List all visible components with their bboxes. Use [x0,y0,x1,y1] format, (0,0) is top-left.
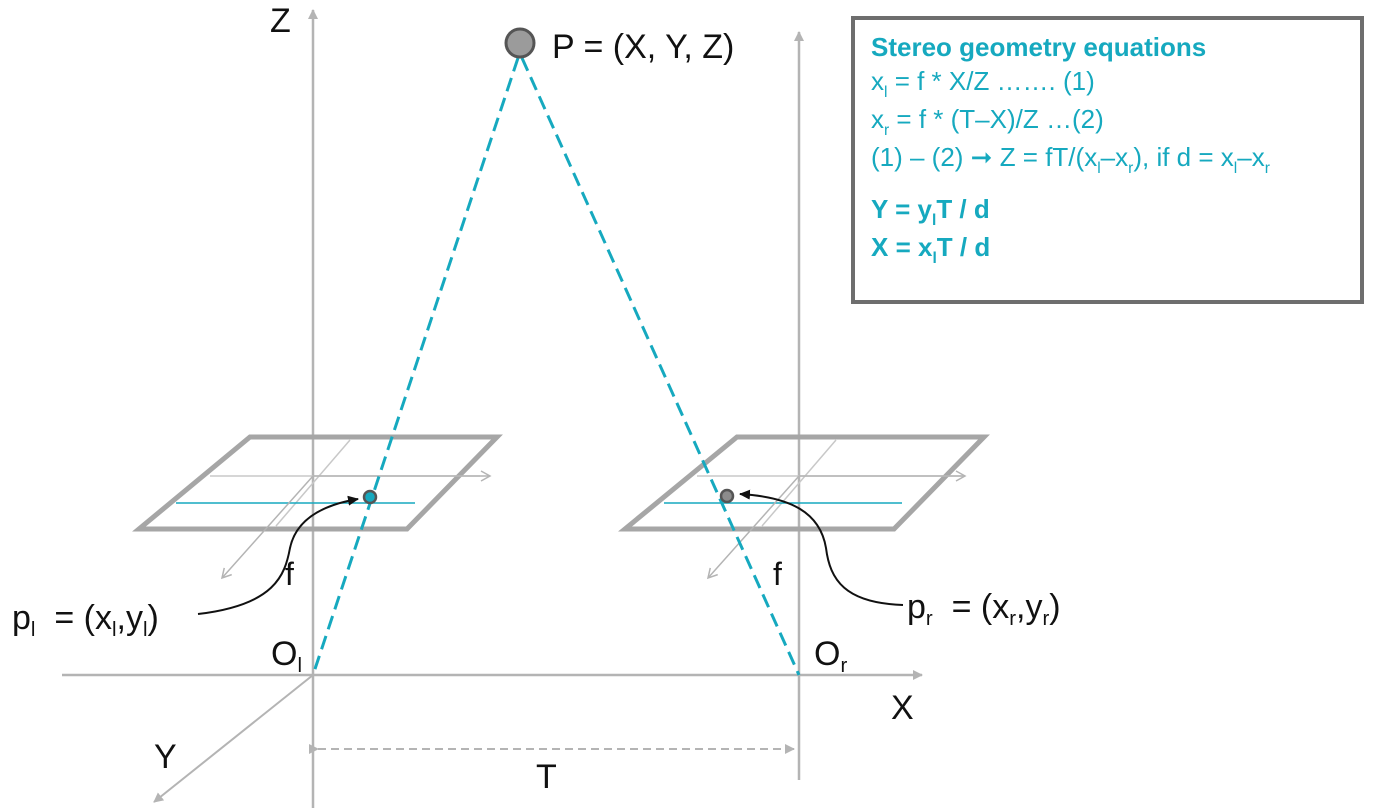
equation-y: Y = ylT / d [871,194,990,230]
right-callout-arrow [739,489,904,606]
right-image-plane [618,434,990,580]
equation-2: xr = f * (T–X)/Z …(2) [871,104,1104,140]
y-axis [153,674,314,803]
right-focal-label: f [773,556,782,592]
left-image-point [362,489,378,505]
right-ray [520,57,801,676]
point-p-label: P = (X, Y, Z) [552,28,735,66]
equations-box: Stereo geometry equations xl = f * X/Z …… [851,16,1364,304]
left-focal-label: f [285,556,294,592]
equation-3: (1) – (2) ➞ Z = fT/(xl–xr), if d = xl–xr [871,142,1270,178]
right-image-point [719,488,735,504]
world-point-p [504,27,536,59]
right-image-point-label: pr = (xr,yr) [907,588,1061,631]
y-axis-label: Y [154,738,177,776]
left-ray [311,57,520,676]
left-plane-y-arrow [220,475,314,580]
left-image-point-label: pl = (xl,yl) [12,599,159,642]
equation-x: X = xlT / d [871,232,991,268]
right-origin-label: Or [814,635,848,678]
left-callout-arrow [197,495,359,615]
x-axis-label: X [891,689,914,727]
equation-1: xl = f * X/Z ……. (1) [871,66,1095,102]
right-plane-y-arrow [706,475,800,580]
equations-title: Stereo geometry equations [871,32,1207,62]
left-origin-label: Ol [271,635,302,678]
left-image-plane [132,434,503,580]
z-axis-label: Z [270,2,291,40]
baseline-label: T [536,758,557,796]
